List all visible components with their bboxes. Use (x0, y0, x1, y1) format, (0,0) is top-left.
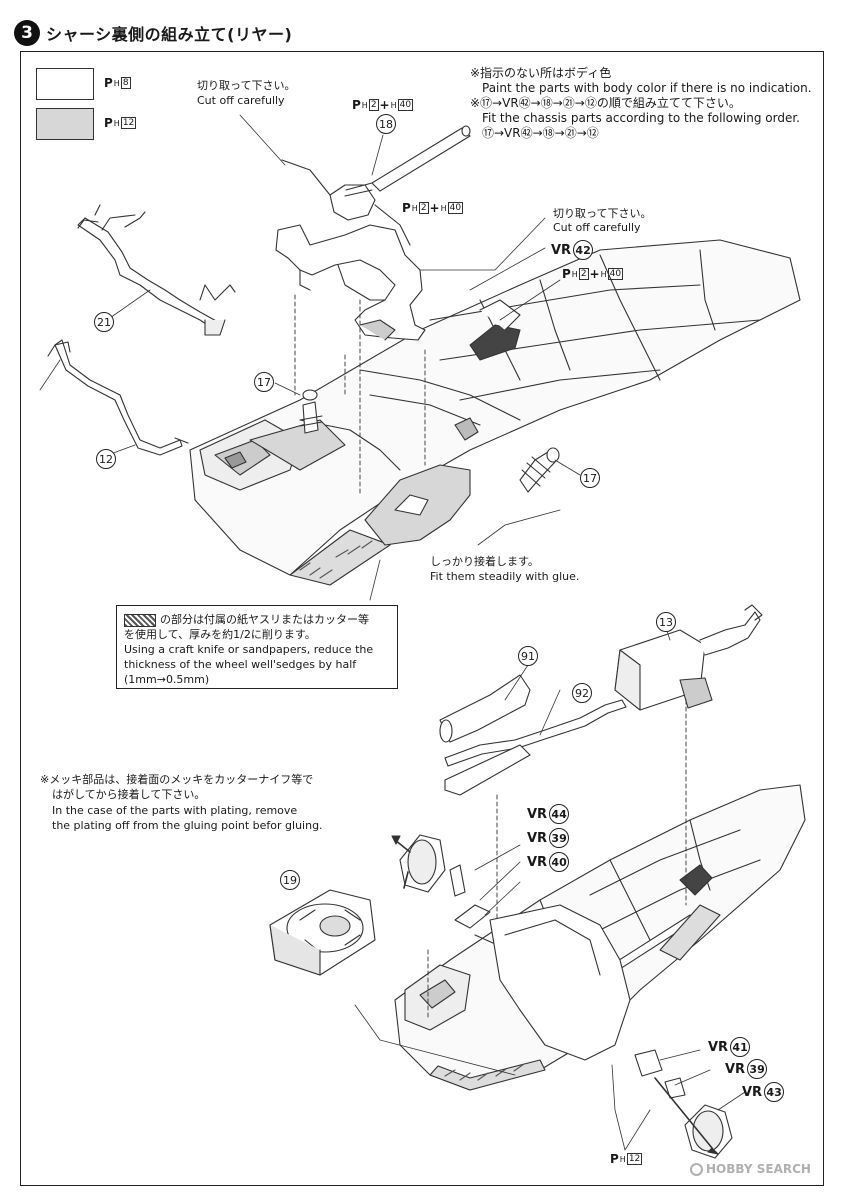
chassis-fittings (454, 299, 521, 441)
legend-swatch-gray (36, 108, 94, 140)
step-number: 3 (14, 20, 40, 46)
body-color-note-en: Paint the parts with body color if there… (482, 81, 812, 95)
brake-disc-upper (391, 834, 491, 929)
part-18-label: 18 (376, 114, 396, 134)
cut-off-note-jp-2: 切り取って下さい。 (553, 207, 652, 220)
cut-off-note-jp-1: 切り取って下さい。 (197, 79, 296, 92)
sanding-note-jp-1: の部分は付属の紙ヤスリまたはカッター等 (160, 613, 369, 626)
stabilizer-21 (77, 204, 236, 336)
glue-note-jp: しっかり接着します。 (430, 555, 539, 568)
step-title: シャーシ裏側の組み立て(リヤー) (46, 25, 293, 44)
order-note-en: Fit the chassis parts according to the f… (482, 111, 800, 125)
plating-note-jp-2: はがしてから接着して下さい。 (52, 788, 206, 801)
plating-note-en-1: In the case of the parts with plating, r… (52, 804, 298, 817)
assembly-guides-bottom (427, 699, 687, 1021)
part-17-label-right: 17 (580, 468, 600, 488)
part-21-label: 21 (94, 312, 114, 332)
part-17-label-left: 17 (254, 372, 274, 392)
part-12-label: 12 (96, 449, 116, 469)
shock-absorber-right (519, 447, 560, 493)
part-91-label: 91 (518, 646, 538, 666)
shock-absorber-left (299, 389, 323, 434)
sanding-note-box: の部分は付属の紙ヤスリまたはカッター等 を使用して、厚みを約1/2に削ります。 … (116, 605, 398, 689)
watermark-logo-icon (690, 1163, 703, 1176)
brake-disc-lower (634, 1049, 733, 1159)
step-header: 3 シャーシ裏側の組み立て(リヤー) (14, 20, 292, 46)
stabilizer-12 (47, 339, 189, 456)
part-19-label: 19 (280, 870, 300, 890)
step-frame (20, 51, 824, 1186)
watermark: HOBBY SEARCH (690, 1162, 811, 1176)
cut-off-note-en-2: Cut off carefully (553, 221, 641, 234)
pipe-92 (444, 699, 627, 767)
spare-tire-19 (269, 889, 376, 976)
part-92-label: 92 (572, 683, 592, 703)
plating-note-jp-1: ※メッキ部品は、接着面のメッキをカッターナイフ等で (40, 773, 314, 786)
muffler-13 (614, 604, 763, 711)
sanding-note-en-2: thickness of the wheel well'sedges by ha… (124, 658, 357, 671)
sanding-note-en-3: (1mm→0.5mm) (124, 673, 210, 686)
sanding-note-jp-2: を使用して、厚みを約1/2に削ります。 (124, 628, 316, 641)
upper-chassis-floor (189, 239, 801, 586)
body-color-note-jp: ※指示のない所はボディ色 (470, 66, 612, 80)
part-13-label: 13 (656, 612, 676, 632)
cut-off-note-en-1: Cut off carefully (197, 94, 285, 107)
lower-chassis-floor (394, 784, 806, 1091)
hatched-area-icon (124, 613, 156, 627)
order-note-jp: ※⑰→VR㊷→⑱→㉑→⑫の順で組み立てて下さい。 (470, 96, 741, 110)
shaft-18 (344, 125, 471, 197)
glue-note-en: Fit them steadily with glue. (430, 570, 580, 583)
order-sequence: ⑰→VR㊷→⑱→㉑→⑫ (482, 126, 599, 140)
plating-note-en-2: the plating off from the gluing point be… (52, 819, 323, 832)
rear-subframe (275, 159, 426, 341)
assembly-guides-top (294, 294, 426, 496)
sanding-note-en-1: Using a craft knife or sandpapers, reduc… (124, 643, 374, 656)
legend-swatch-white (36, 68, 94, 100)
tail-tip-91 (439, 674, 531, 796)
